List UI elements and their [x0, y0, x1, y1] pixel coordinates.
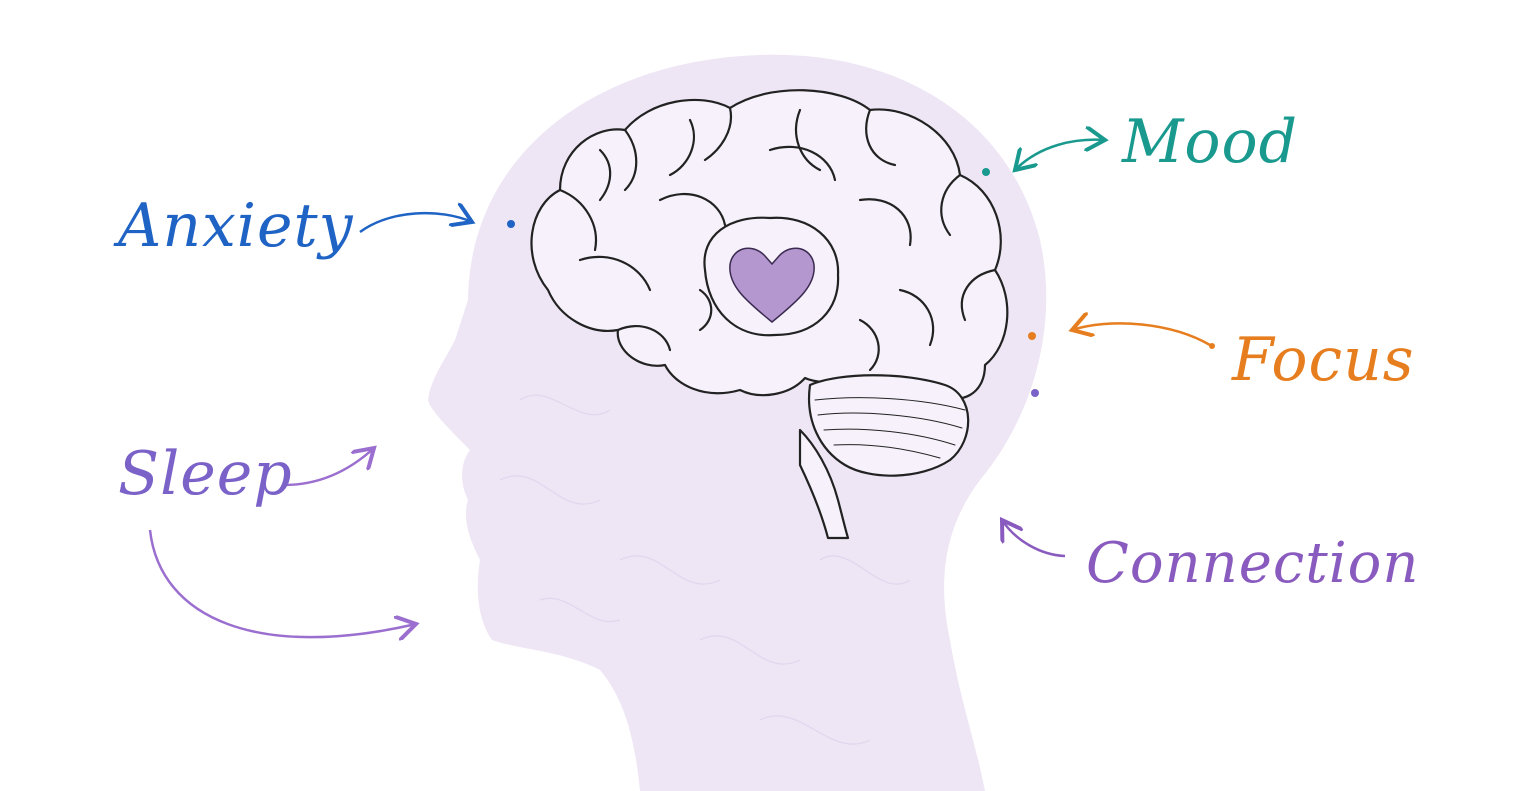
mood-label: Mood [1122, 107, 1299, 177]
mood-dot [982, 168, 990, 176]
anxiety-dot [507, 220, 515, 228]
focus-label: Focus [1232, 325, 1415, 395]
heart-icon [729, 247, 815, 323]
focus-arrow-tail [1209, 343, 1215, 349]
connection-label: Connection [1086, 531, 1420, 596]
head-texture [499, 394, 911, 745]
sleep-label: Sleep [118, 439, 293, 509]
focus-dot [1028, 332, 1036, 340]
focus-arrow [1072, 323, 1211, 347]
focus-dot-secondary [1031, 389, 1039, 397]
connection-arrow [1002, 520, 1066, 558]
mood-arrow [1015, 140, 1105, 170]
sleep-arrow-upper [283, 448, 374, 487]
sleep-arrow-lower [148, 529, 416, 637]
anxiety-label: Anxiety [118, 191, 354, 261]
brain-icon [530, 89, 1009, 540]
anxiety-arrow [359, 213, 472, 234]
